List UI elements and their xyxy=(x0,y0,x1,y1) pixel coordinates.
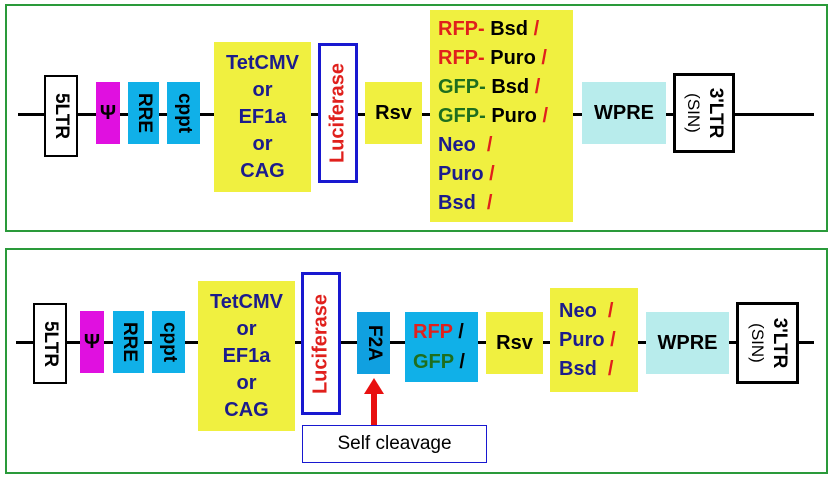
marker-row: Neo / xyxy=(559,299,614,322)
psi-label: Ψ xyxy=(83,330,101,353)
promoter-line: or xyxy=(236,371,257,394)
ltr5-label: 5LTR xyxy=(40,320,61,367)
marker-row: RFP- Puro / xyxy=(438,46,547,69)
self-cleavage-label-box: Self cleavage xyxy=(302,425,487,463)
luciferase-box: Luciferase xyxy=(318,43,358,183)
rsv-box: Rsv xyxy=(486,312,543,374)
rsv-box: Rsv xyxy=(365,82,422,144)
wpre-label: WPRE xyxy=(657,331,718,354)
rre-label: RRE xyxy=(133,92,155,134)
f2a-label: F2A xyxy=(363,325,385,361)
wpre-box: WPRE xyxy=(646,312,729,374)
cppt-box: cppt xyxy=(152,311,185,373)
sin-label: (SIN) xyxy=(747,323,767,363)
promoter-line: TetCMV xyxy=(210,290,283,313)
ltr3-box: 3'LTR (SIN) xyxy=(736,302,799,384)
promoter-box: TetCMV or EF1a or CAG xyxy=(214,42,311,192)
rre-box: RRE xyxy=(113,311,144,373)
promoter-line: EF1a xyxy=(238,105,287,128)
marker-row: Puro / xyxy=(438,162,495,185)
promoter-line: CAG xyxy=(240,159,285,182)
psi-label: Ψ xyxy=(99,101,117,124)
promoter-line: or xyxy=(252,132,273,155)
marker-row: Neo / xyxy=(438,133,493,156)
luciferase-label: Luciferase xyxy=(326,62,349,164)
ltr5-box: 5LTR xyxy=(33,303,67,384)
fluor-box: RFP / GFP / xyxy=(405,312,478,382)
rsv-label: Rsv xyxy=(496,331,533,354)
luciferase-box: Luciferase xyxy=(301,272,341,415)
rre-label: RRE xyxy=(118,321,140,363)
promoter-box: TetCMV or EF1a or CAG xyxy=(198,281,295,431)
promoter-line: EF1a xyxy=(222,344,271,367)
construct-panel-1 xyxy=(5,4,828,232)
ltr5-box: 5LTR xyxy=(44,75,78,157)
ltr3-label: 3'LTR xyxy=(768,317,790,369)
rfp-row: RFP / xyxy=(413,321,464,343)
luciferase-label: Luciferase xyxy=(309,293,332,394)
marker-row: Puro / xyxy=(559,328,616,351)
up-arrow-icon xyxy=(364,378,384,426)
f2a-box: F2A xyxy=(357,312,390,374)
marker-row: Bsd / xyxy=(559,357,614,380)
marker-row: GFP- Bsd / xyxy=(438,75,541,98)
promoter-line: TetCMV xyxy=(226,51,299,74)
gfp-row: GFP / xyxy=(413,351,465,373)
rsv-label: Rsv xyxy=(375,101,412,124)
promoter-line: or xyxy=(236,317,257,340)
selection-marker-box: RFP- Bsd / RFP- Puro / GFP- Bsd / GFP- P… xyxy=(430,10,573,222)
wpre-label: WPRE xyxy=(594,101,654,124)
marker-row: RFP- Bsd / xyxy=(438,17,540,40)
ltr3-box: 3'LTR (SIN) xyxy=(673,73,735,153)
wpre-box: WPRE xyxy=(582,82,666,144)
rre-box: RRE xyxy=(128,82,159,144)
psi-box: Ψ xyxy=(96,82,120,144)
selection-marker-box: Neo / Puro / Bsd / xyxy=(550,288,638,392)
psi-box: Ψ xyxy=(80,311,104,373)
marker-row: Bsd / xyxy=(438,191,493,214)
construct-panel-2 xyxy=(5,248,828,474)
self-cleavage-label: Self cleavage xyxy=(337,433,452,454)
sin-label: (SIN) xyxy=(684,93,703,133)
promoter-line: or xyxy=(252,78,273,101)
ltr5-label: 5LTR xyxy=(51,92,72,140)
ltr3-label: 3'LTR xyxy=(705,87,726,139)
promoter-line: CAG xyxy=(224,398,269,421)
cppt-label: cppt xyxy=(158,321,180,363)
marker-row: GFP- Puro / xyxy=(438,104,549,127)
cppt-box: cppt xyxy=(167,82,200,144)
cppt-label: cppt xyxy=(173,92,195,134)
